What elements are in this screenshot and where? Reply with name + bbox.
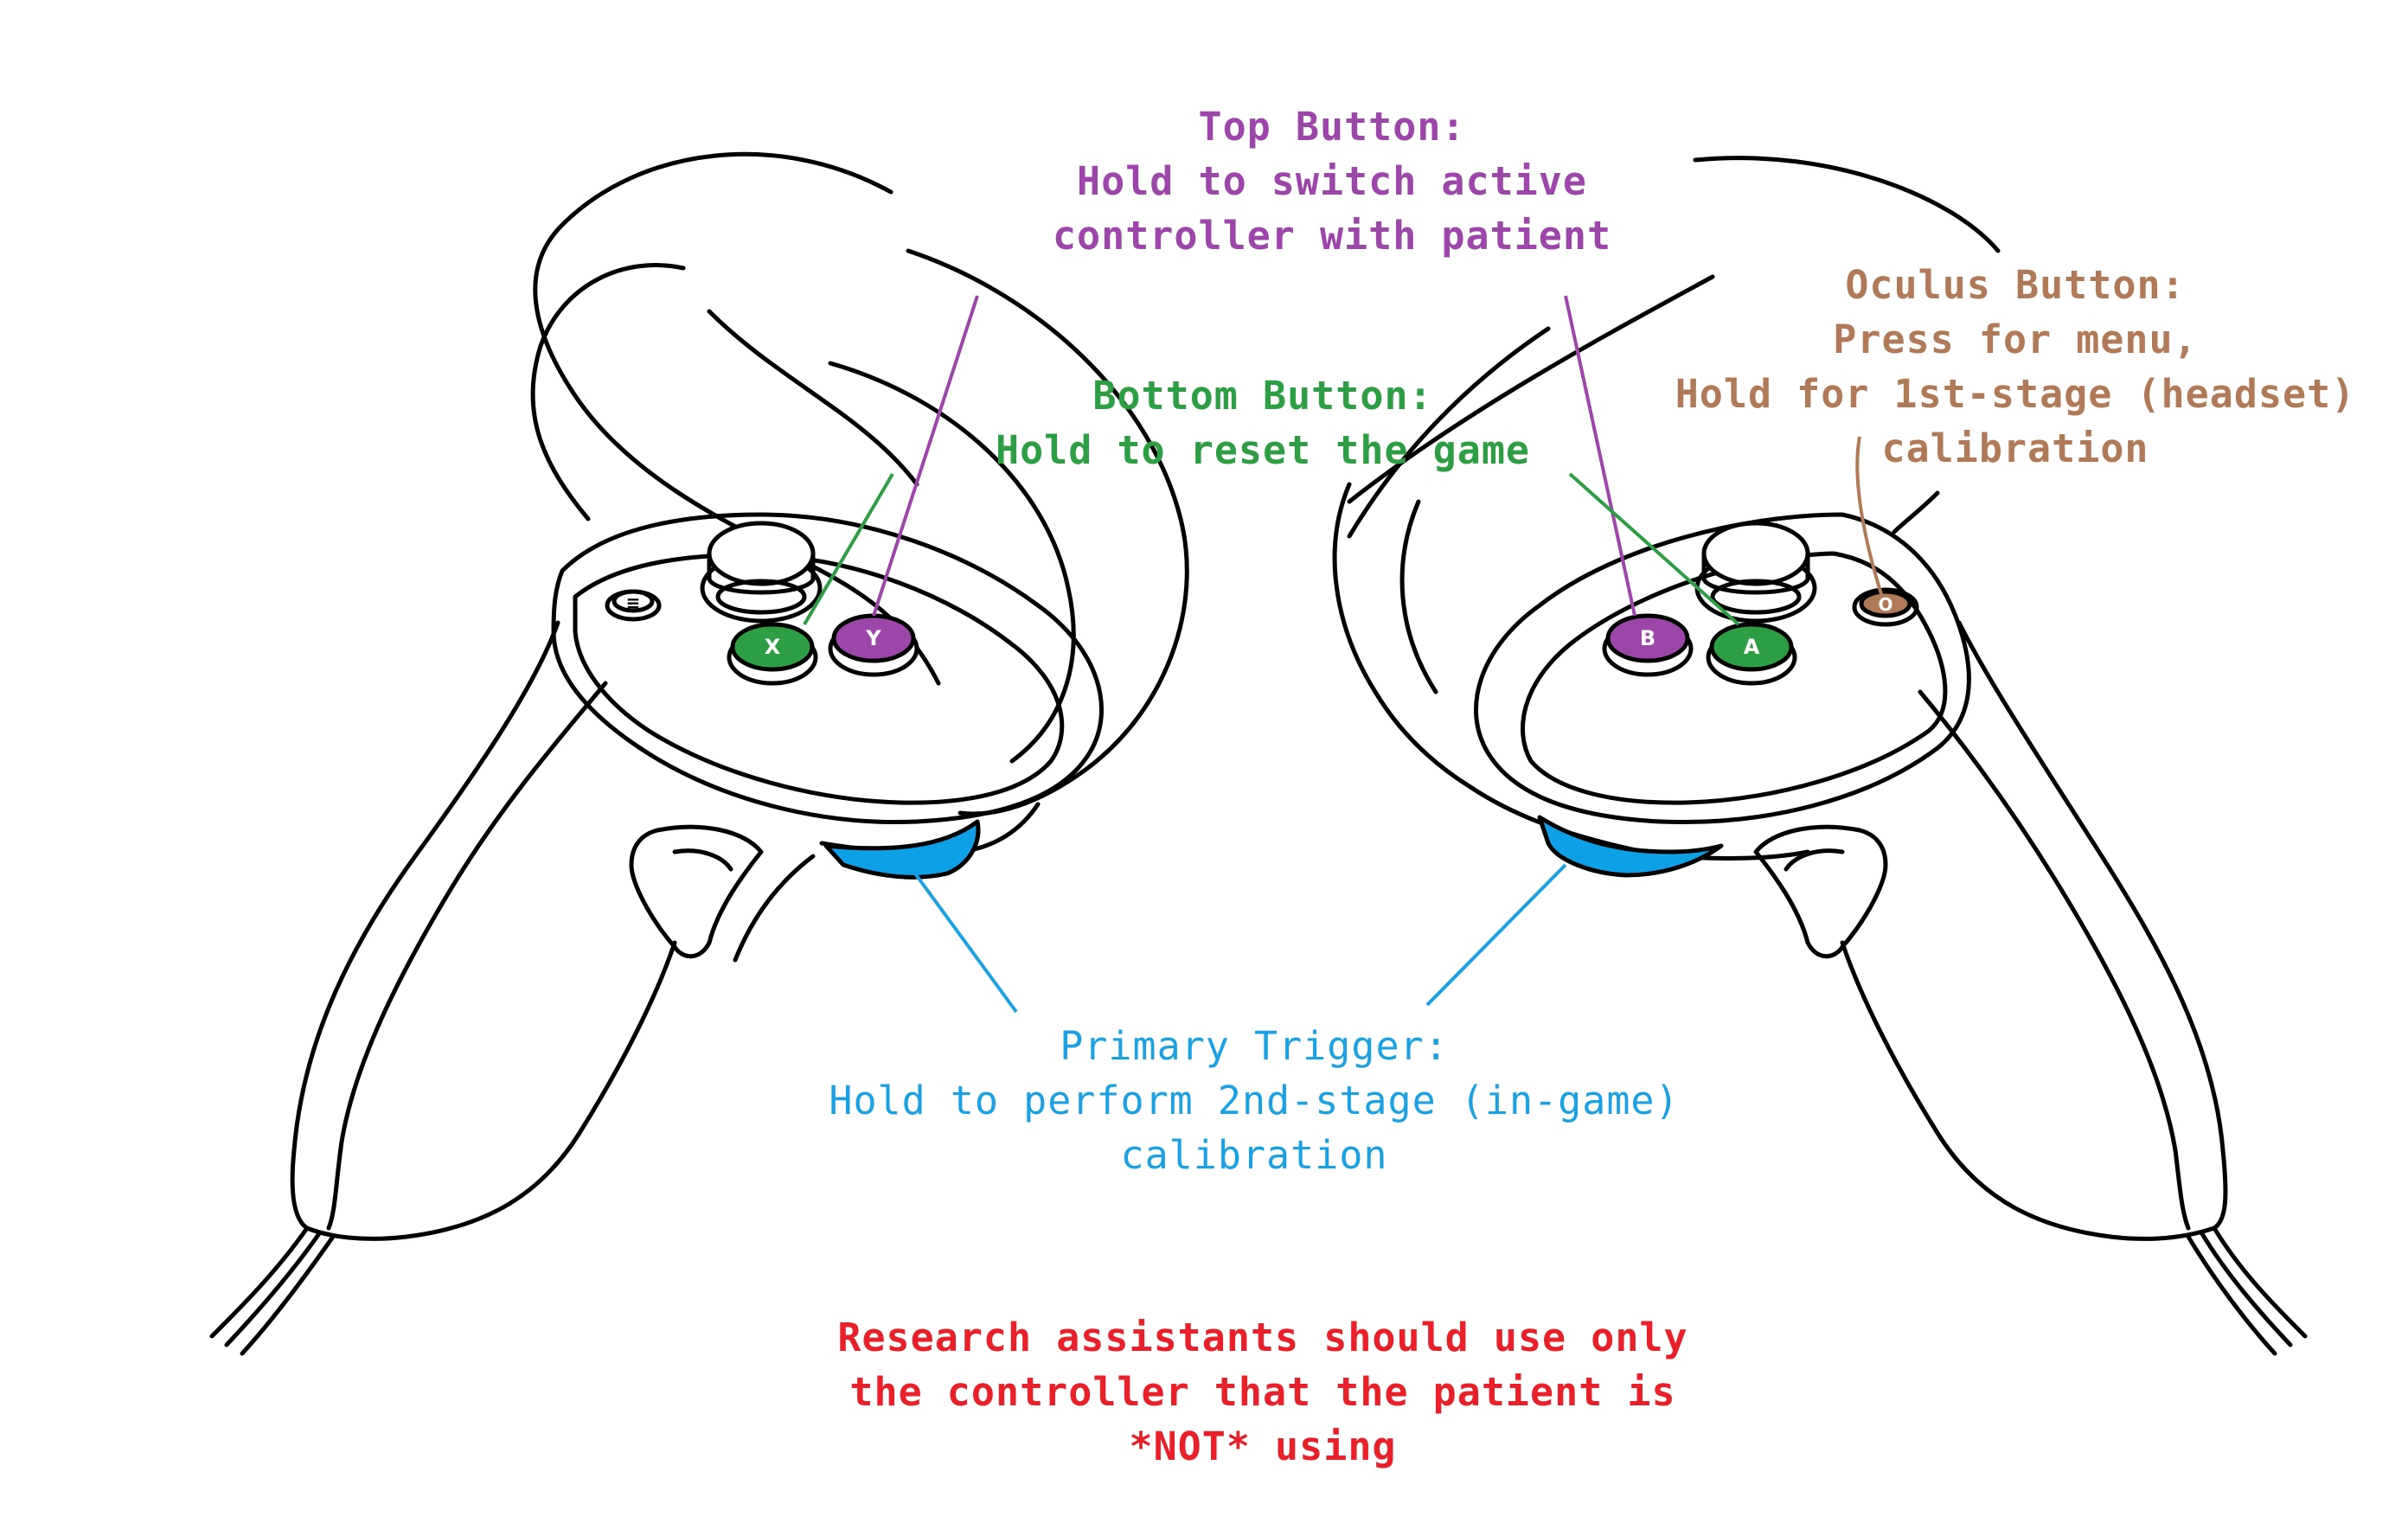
oculus-button-title: Oculus Button: <box>1626 258 2405 312</box>
top-button-label: Top Button: Hold to switch active contro… <box>917 99 1747 263</box>
warning-note: Research assistants should use only the … <box>778 1310 1747 1474</box>
oculus-button-line3: calibration <box>1626 421 2405 476</box>
right-b-glyph: B <box>1640 626 1656 650</box>
right-grip-trigger <box>1756 827 1886 957</box>
warning-line1: Research assistants should use only <box>778 1310 1747 1365</box>
left-y-glyph: Y <box>865 626 881 650</box>
oculus-button-line1: Press for menu, <box>1626 312 2405 367</box>
right-primary-trigger <box>1540 817 1721 875</box>
primary-trigger-leader-left <box>915 873 1016 1012</box>
primary-trigger-line2: calibration <box>761 1128 1747 1182</box>
bottom-button-line1: Hold to reset the game <box>882 423 1643 477</box>
oculus-button-label: Oculus Button: Press for menu, Hold for … <box>1626 258 2405 476</box>
primary-trigger-label: Primary Trigger: Hold to perform 2nd-sta… <box>761 1019 1747 1182</box>
primary-trigger-line1: Hold to perform 2nd-stage (in-game) <box>761 1073 1747 1128</box>
left-primary-trigger <box>826 822 978 877</box>
bottom-button-title: Bottom Button: <box>882 368 1643 423</box>
oculus-glyph: O <box>1878 594 1892 615</box>
primary-trigger-title: Primary Trigger: <box>761 1019 1747 1073</box>
top-button-title: Top Button: <box>917 99 1747 154</box>
left-grip <box>292 623 558 1228</box>
warning-line3: *NOT* using <box>778 1419 1747 1474</box>
top-button-line1: Hold to switch active <box>917 154 1747 208</box>
oculus-button-line2: Hold for 1st-stage (headset) <box>1626 367 2405 421</box>
warning-line2: the controller that the patient is <box>778 1365 1747 1419</box>
right-thumbstick <box>1697 523 1815 621</box>
bottom-button-label: Bottom Button: Hold to reset the game <box>882 368 1643 477</box>
menu-glyph: ≡ <box>626 592 641 613</box>
left-thumbstick <box>702 523 820 621</box>
right-a-glyph: A <box>1744 635 1760 659</box>
primary-trigger-leader-right <box>1427 865 1566 1005</box>
left-x-glyph: X <box>765 635 781 659</box>
left-grip-trigger <box>631 827 761 957</box>
top-button-line2: controller with patient <box>917 208 1747 263</box>
right-grip <box>1959 623 2225 1228</box>
